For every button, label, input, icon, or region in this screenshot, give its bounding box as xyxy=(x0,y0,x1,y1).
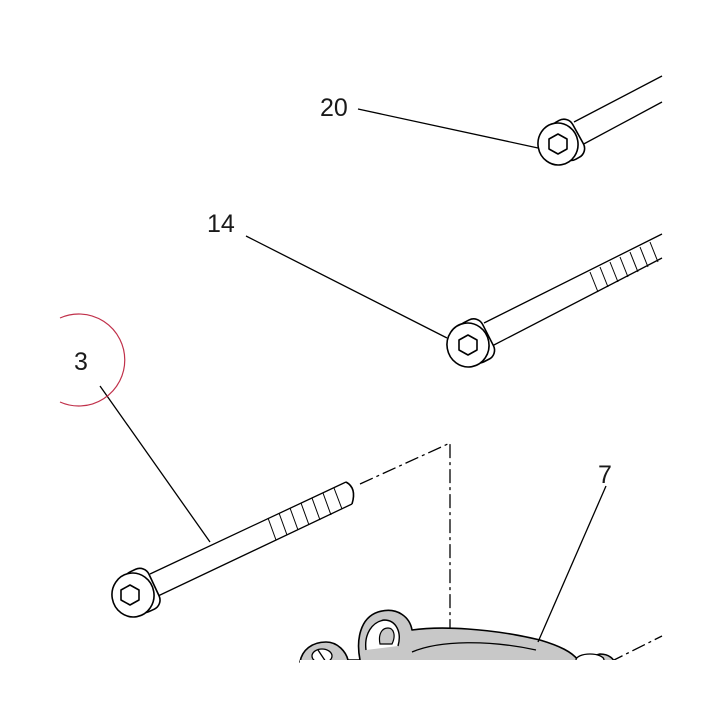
bolt-3-threads xyxy=(267,487,343,541)
assembly-centerline-right xyxy=(609,635,663,663)
highlight-circle-3 xyxy=(59,313,126,407)
callout-7: 7 xyxy=(598,461,612,489)
callout-20: 20 xyxy=(320,94,348,122)
callout-14: 14 xyxy=(207,210,235,238)
bolt-20 xyxy=(537,75,663,166)
assembly-centerline xyxy=(359,441,451,662)
leader-14 xyxy=(245,235,448,339)
bolt-14-threads xyxy=(589,241,659,293)
housing-7 xyxy=(299,609,662,720)
leader-20 xyxy=(357,108,539,149)
leader-7 xyxy=(537,485,607,643)
bolt-14 xyxy=(446,233,663,368)
leader-3 xyxy=(99,385,211,543)
callout-3: 3 xyxy=(74,348,88,376)
bolt-3 xyxy=(111,481,355,618)
